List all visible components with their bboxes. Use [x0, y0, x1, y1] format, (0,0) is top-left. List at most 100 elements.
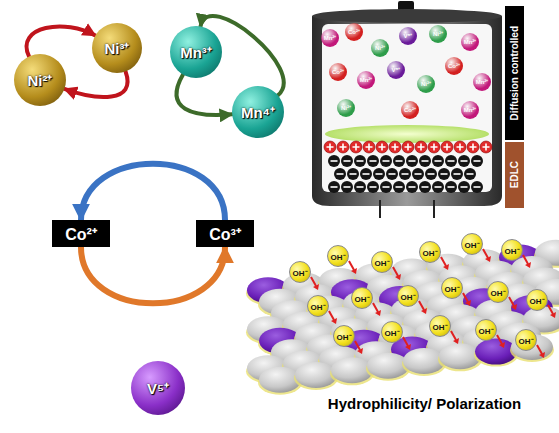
- negative-charge: [471, 181, 483, 193]
- negative-charge: [432, 155, 444, 167]
- minus-sign: [422, 160, 429, 162]
- node-text: OH⁻: [385, 327, 400, 338]
- plus-sign: [483, 144, 490, 151]
- plus-sign: [457, 144, 464, 151]
- node-text: Mn³⁺: [180, 42, 212, 62]
- node-text: OH⁻: [401, 291, 416, 302]
- node-text: Ni²⁺: [375, 45, 385, 51]
- wire: [379, 200, 381, 218]
- negative-charge: [399, 168, 411, 180]
- plus-sign: [327, 144, 334, 151]
- minus-sign: [474, 186, 481, 188]
- ion-bubble: Mn²⁺: [461, 101, 479, 119]
- node-text: OH⁻: [433, 321, 448, 332]
- hydroxide-ion: OH⁻: [327, 245, 349, 267]
- negative-charge: [419, 181, 431, 193]
- redox-arrow: [177, 75, 233, 115]
- node-text: Mn²⁺: [464, 39, 477, 45]
- ion-bubble: Mn²⁺: [357, 71, 375, 89]
- adsorption-arrow: [509, 297, 514, 306]
- adsorption-arrow: [311, 277, 316, 286]
- negative-charge: [471, 155, 483, 167]
- hydroxide-ion: OH⁻: [419, 241, 441, 263]
- redox-arrow: [81, 247, 225, 303]
- hydroxide-ion: OH⁻: [461, 233, 483, 255]
- charge-layers: [324, 141, 492, 193]
- node-text: Ni²⁺: [421, 81, 431, 87]
- redox-arrow: [27, 26, 96, 56]
- plus-sign: [340, 144, 347, 151]
- minus-sign: [396, 160, 403, 162]
- ion-sphere: Ni²⁺: [14, 54, 66, 106]
- node-text: OH⁻: [311, 301, 326, 312]
- plus-sign: [444, 144, 451, 151]
- node-text: OH⁻: [465, 239, 480, 250]
- hydroxide-ion: OH⁻: [289, 261, 311, 283]
- minus-sign: [402, 173, 409, 175]
- node-text: V⁵⁺: [147, 378, 169, 398]
- negative-charge: [354, 155, 366, 167]
- node-text: Diffusion controlled: [509, 26, 520, 120]
- ion-bubble: Mn²⁺: [461, 33, 479, 51]
- node-text: OH⁻: [331, 251, 346, 262]
- node-text: Co²⁺: [404, 107, 416, 113]
- negative-charge: [445, 155, 457, 167]
- negative-charge: [341, 181, 353, 193]
- plus-sign: [392, 144, 399, 151]
- ion-sphere: V⁵⁺: [131, 361, 185, 415]
- minus-sign: [448, 186, 455, 188]
- adsorption-arrow: [355, 341, 360, 350]
- battery-body: [312, 16, 502, 206]
- adsorption-arrow: [483, 249, 488, 258]
- minus-sign: [376, 173, 383, 175]
- minus-sign: [422, 186, 429, 188]
- adsorption-arrow: [403, 337, 408, 346]
- hydroxide-ion: OH⁻: [441, 277, 463, 299]
- node-text: Ni²⁺: [341, 105, 351, 111]
- plus-sign: [353, 144, 360, 151]
- adsorption-arrow: [441, 257, 446, 266]
- node-text: Mn²⁺: [360, 77, 373, 83]
- arrow-head: [550, 312, 556, 318]
- arrow-head: [525, 262, 531, 268]
- minus-sign: [474, 160, 481, 162]
- adsorption-arrow: [393, 267, 398, 276]
- negative-charge: [380, 155, 392, 167]
- adsorption-arrow: [537, 345, 542, 354]
- hydroxide-ion: OH⁻: [351, 287, 373, 309]
- battery-top: [312, 9, 502, 23]
- ion-bubble: Ni²⁺: [337, 99, 355, 117]
- adsorption-arrow: [451, 331, 456, 340]
- node-text: OH⁻: [479, 325, 494, 336]
- negative-charge: [367, 181, 379, 193]
- node-text: OH⁻: [423, 247, 438, 258]
- node-text: Mn²⁺: [464, 107, 477, 113]
- plus-sign: [418, 144, 425, 151]
- adsorption-arrow: [548, 305, 553, 314]
- positive-charge: [480, 141, 492, 153]
- ion-bubble: Co²⁺: [345, 23, 363, 41]
- arrow-head: [465, 300, 471, 306]
- minus-sign: [454, 173, 461, 175]
- node-text: Ni²⁺: [28, 70, 53, 90]
- positive-charge: [441, 141, 453, 153]
- arrow-head: [453, 338, 459, 344]
- electrode-surface: [325, 125, 489, 143]
- node-text: Co²⁺: [332, 69, 344, 75]
- arrow-head: [357, 348, 363, 354]
- arrow-head: [313, 284, 319, 290]
- minus-sign: [396, 186, 403, 188]
- ion-bubble: V⁵⁺: [387, 61, 405, 79]
- minus-sign: [331, 160, 338, 162]
- ion-box: Co³⁺: [196, 220, 254, 247]
- minus-sign: [389, 173, 396, 175]
- minus-sign: [435, 186, 442, 188]
- node-text: Ni³⁺: [105, 38, 130, 58]
- hydroxide-ion: OH⁻: [371, 251, 393, 273]
- negative-charge: [341, 155, 353, 167]
- adsorption-arrow: [349, 261, 354, 270]
- mechanism-band: Diffusion controlled: [505, 6, 524, 140]
- negative-charge: [406, 155, 418, 167]
- node-text: OH⁻: [445, 283, 460, 294]
